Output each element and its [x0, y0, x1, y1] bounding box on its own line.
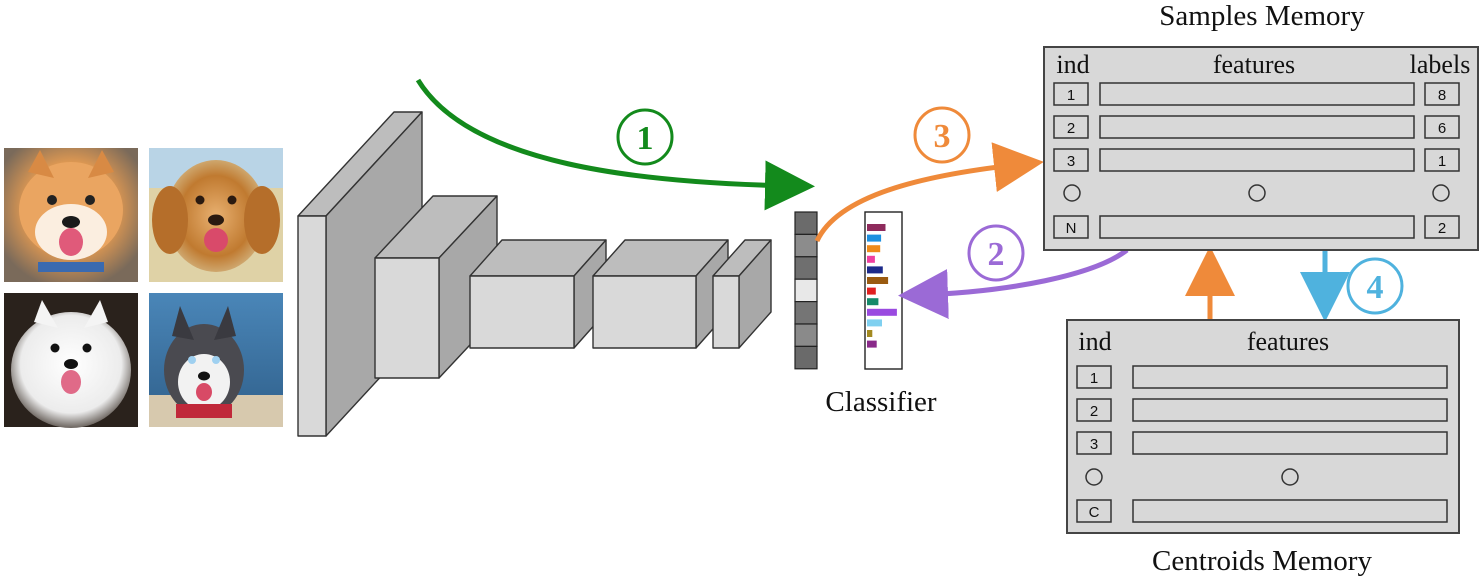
samples-row-3-label: 1 [1438, 153, 1446, 170]
step-4-number: 4 [1367, 269, 1384, 306]
samples-row-n: N 2 [1053, 215, 1460, 239]
cnn-layer-4 [592, 239, 729, 349]
step-3-marker: 3 [913, 106, 971, 164]
centroids-row-1-features [1132, 365, 1448, 389]
feature-cell [794, 256, 818, 280]
shiba-photo [4, 148, 138, 282]
step-1-marker: 1 [616, 108, 674, 166]
samples-col-labels: labels [1410, 50, 1471, 79]
samples-row-1-label: 8 [1438, 87, 1446, 104]
probability-bar [867, 224, 886, 231]
centroids-row-2-features [1132, 398, 1448, 422]
cnn-layer-3 [469, 239, 607, 349]
samples-col-features: features [1213, 50, 1295, 79]
centroids-row-1: 1 [1076, 365, 1448, 389]
feature-cell [794, 278, 818, 303]
step-1-number: 1 [637, 120, 654, 157]
centroids-memory-title: Centroids Memory [1152, 545, 1372, 577]
feature-cell [794, 323, 818, 347]
samples-memory-title: Samples Memory [1159, 0, 1365, 32]
golden-retriever-photo [149, 148, 283, 282]
samples-row-3: 3 1 [1053, 148, 1460, 172]
probability-bar [867, 340, 877, 348]
husky-photo [149, 293, 283, 427]
centroids-row-2: 2 [1076, 398, 1448, 422]
step-2-marker: 2 [967, 224, 1025, 282]
samples-col-ind: ind [1056, 50, 1089, 79]
samples-row-2-label: 6 [1438, 120, 1446, 137]
centroids-row-2-ind: 2 [1090, 403, 1098, 420]
step-1-arrow [415, 78, 815, 211]
probability-bar [867, 287, 876, 295]
feature-vector [794, 211, 818, 370]
cnn-layer-2 [374, 195, 498, 379]
centroids-col-ind: ind [1078, 327, 1111, 356]
probability-bars [867, 224, 897, 348]
centroids-row-1-ind: 1 [1090, 370, 1098, 387]
samples-row-3-ind: 3 [1067, 153, 1075, 170]
probability-bar [867, 277, 889, 284]
samples-row-2: 2 6 [1053, 115, 1460, 139]
samples-row-1: 1 8 [1053, 82, 1460, 106]
samples-row-n-ind: N [1066, 220, 1077, 237]
feature-cell [794, 211, 818, 235]
samples-ellipsis-row [1063, 184, 1450, 202]
samples-row-2-ind: 2 [1067, 120, 1075, 137]
probability-bar [867, 330, 873, 337]
centroids-row-c: C [1076, 499, 1448, 523]
probability-bar [867, 245, 881, 253]
samples-row-n-features [1099, 215, 1415, 239]
centroids-col-features: features [1247, 327, 1329, 356]
feature-cell [794, 301, 818, 325]
step-3-number: 3 [934, 118, 951, 155]
centroids-ellipsis-row [1085, 468, 1299, 486]
samples-memory: Samples Memory ind features labels 1 8 2… [1043, 0, 1479, 251]
input-images [4, 148, 283, 428]
centroids-row-3: 3 [1076, 431, 1448, 455]
samples-row-1-features [1099, 82, 1415, 106]
probability-bar [867, 234, 882, 242]
feature-cell [794, 345, 818, 370]
feature-cell [794, 233, 818, 258]
step-2-arrow-to-classifier [898, 248, 1129, 320]
probability-bar [867, 319, 882, 327]
centroids-row-3-ind: 3 [1090, 436, 1098, 453]
samples-row-1-ind: 1 [1067, 87, 1075, 104]
samples-row-2-features [1099, 115, 1415, 139]
step-3-arrow-to-samples [814, 142, 1044, 243]
cnn-layer-5 [712, 239, 772, 349]
centroids-row-c-features [1132, 499, 1448, 523]
probability-bar [867, 298, 879, 306]
cnn-backbone [297, 111, 772, 437]
step-2-number: 2 [988, 236, 1005, 273]
samoyed-photo [4, 293, 138, 428]
samples-row-n-label: 2 [1438, 220, 1446, 237]
samples-row-3-features [1099, 148, 1415, 172]
probability-bar [867, 255, 875, 263]
centroids-memory-panel [1066, 319, 1460, 534]
probability-bar [867, 266, 883, 274]
centroids-row-c-ind: C [1089, 504, 1100, 521]
centroids-row-3-features [1132, 431, 1448, 455]
classifier-label: Classifier [825, 386, 936, 418]
centroids-memory: ind features 1 2 3 C Centroids Memory [1066, 319, 1460, 577]
probability-bar [867, 308, 897, 316]
step-4-marker: 4 [1346, 257, 1404, 315]
